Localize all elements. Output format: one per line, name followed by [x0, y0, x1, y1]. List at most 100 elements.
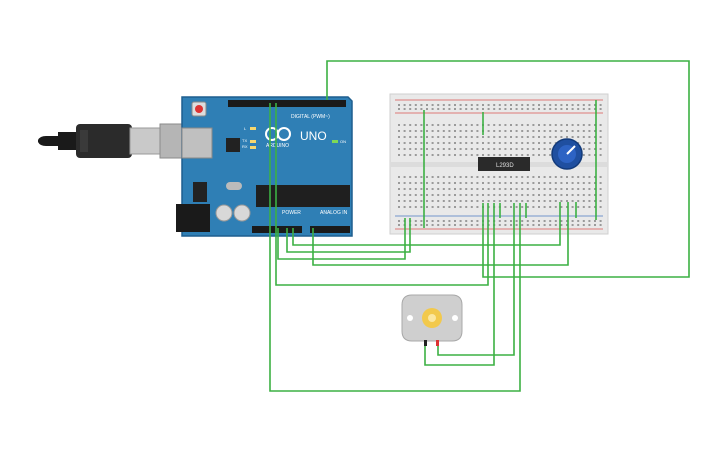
breadboard-hole[interactable]: [409, 130, 412, 132]
dc-motor-icon[interactable]: [401, 294, 463, 346]
breadboard-hole[interactable]: [437, 176, 440, 178]
breadboard-hole[interactable]: [521, 220, 524, 222]
breadboard-hole[interactable]: [588, 182, 591, 184]
breadboard-hole[interactable]: [515, 206, 518, 208]
breadboard-hole[interactable]: [414, 220, 417, 222]
breadboard-hole[interactable]: [414, 154, 417, 156]
breadboard-hole[interactable]: [442, 108, 445, 110]
breadboard-hole[interactable]: [426, 220, 428, 222]
breadboard-hole[interactable]: [510, 194, 512, 196]
breadboard-hole[interactable]: [566, 176, 568, 178]
breadboard-hole[interactable]: [437, 200, 440, 202]
breadboard-hole[interactable]: [510, 182, 512, 184]
breadboard-hole[interactable]: [594, 200, 596, 202]
breadboard-hole[interactable]: [454, 154, 456, 156]
breadboard-hole[interactable]: [504, 124, 507, 126]
breadboard-hole[interactable]: [515, 176, 518, 178]
breadboard-hole[interactable]: [493, 194, 496, 196]
breadboard-hole[interactable]: [470, 142, 473, 144]
breadboard-hole[interactable]: [588, 104, 591, 106]
breadboard-hole[interactable]: [543, 206, 546, 208]
breadboard-hole[interactable]: [426, 142, 428, 144]
breadboard-hole[interactable]: [442, 188, 445, 190]
breadboard-hole[interactable]: [560, 176, 563, 178]
breadboard-hole[interactable]: [454, 108, 456, 110]
l293d-driver-ic[interactable]: L293D: [478, 157, 530, 171]
breadboard-hole[interactable]: [521, 124, 524, 126]
breadboard-hole[interactable]: [409, 194, 412, 196]
breadboard-hole[interactable]: [442, 104, 445, 106]
breadboard-hole[interactable]: [510, 220, 512, 222]
breadboard-hole[interactable]: [398, 176, 400, 178]
breadboard-hole[interactable]: [448, 176, 451, 178]
breadboard-hole[interactable]: [398, 154, 400, 156]
breadboard-hole[interactable]: [543, 194, 546, 196]
breadboard-hole[interactable]: [588, 136, 591, 138]
breadboard-hole[interactable]: [594, 136, 596, 138]
breadboard-hole[interactable]: [426, 176, 428, 178]
breadboard-hole[interactable]: [459, 188, 462, 190]
breadboard-hole[interactable]: [560, 182, 563, 184]
breadboard-hole[interactable]: [571, 200, 574, 202]
breadboard-hole[interactable]: [566, 188, 568, 190]
breadboard-hole[interactable]: [532, 124, 535, 126]
breadboard-hole[interactable]: [594, 188, 596, 190]
breadboard-hole[interactable]: [437, 224, 440, 226]
breadboard-hole[interactable]: [599, 108, 602, 110]
breadboard-hole[interactable]: [431, 176, 434, 178]
breadboard-hole[interactable]: [566, 130, 568, 132]
breadboard-hole[interactable]: [409, 200, 412, 202]
breadboard-hole[interactable]: [437, 148, 440, 150]
digital-header[interactable]: [228, 100, 346, 107]
breadboard-hole[interactable]: [448, 142, 451, 144]
breadboard-hole[interactable]: [599, 200, 602, 202]
breadboard-hole[interactable]: [532, 206, 535, 208]
breadboard-hole[interactable]: [554, 224, 557, 226]
breadboard-hole[interactable]: [532, 194, 535, 196]
breadboard-hole[interactable]: [543, 142, 546, 144]
breadboard-hole[interactable]: [403, 108, 406, 110]
breadboard-hole[interactable]: [459, 194, 462, 196]
breadboard-hole[interactable]: [571, 176, 574, 178]
breadboard-hole[interactable]: [510, 142, 512, 144]
breadboard-hole[interactable]: [414, 182, 417, 184]
breadboard-hole[interactable]: [538, 224, 540, 226]
breadboard-hole[interactable]: [510, 200, 512, 202]
breadboard-hole[interactable]: [498, 194, 501, 196]
breadboard-hole[interactable]: [521, 154, 524, 156]
breadboard-hole[interactable]: [582, 154, 585, 156]
breadboard-hole[interactable]: [543, 182, 546, 184]
breadboard-hole[interactable]: [431, 194, 434, 196]
breadboard-hole[interactable]: [510, 130, 512, 132]
breadboard-hole[interactable]: [459, 136, 462, 138]
breadboard-hole[interactable]: [532, 200, 535, 202]
breadboard-hole[interactable]: [560, 194, 563, 196]
breadboard-hole[interactable]: [549, 182, 552, 184]
breadboard-hole[interactable]: [420, 108, 423, 110]
breadboard-hole[interactable]: [582, 124, 585, 126]
breadboard-hole[interactable]: [470, 188, 473, 190]
breadboard-hole[interactable]: [538, 176, 540, 178]
breadboard-hole[interactable]: [504, 194, 507, 196]
breadboard-hole[interactable]: [571, 136, 574, 138]
breadboard-hole[interactable]: [448, 136, 451, 138]
breadboard-hole[interactable]: [538, 130, 540, 132]
breadboard-hole[interactable]: [538, 142, 540, 144]
breadboard-hole[interactable]: [554, 200, 557, 202]
breadboard-hole[interactable]: [403, 154, 406, 156]
breadboard-hole[interactable]: [599, 136, 602, 138]
breadboard-hole[interactable]: [431, 124, 434, 126]
breadboard-hole[interactable]: [526, 206, 529, 208]
breadboard-hole[interactable]: [498, 182, 501, 184]
breadboard-hole[interactable]: [526, 182, 529, 184]
breadboard-hole[interactable]: [538, 104, 540, 106]
breadboard-hole[interactable]: [554, 188, 557, 190]
breadboard-hole[interactable]: [409, 148, 412, 150]
breadboard-hole[interactable]: [414, 142, 417, 144]
breadboard-hole[interactable]: [454, 200, 456, 202]
breadboard-hole[interactable]: [515, 130, 518, 132]
breadboard-hole[interactable]: [510, 148, 512, 150]
breadboard-hole[interactable]: [442, 148, 445, 150]
breadboard-hole[interactable]: [431, 104, 434, 106]
breadboard-hole[interactable]: [510, 176, 512, 178]
